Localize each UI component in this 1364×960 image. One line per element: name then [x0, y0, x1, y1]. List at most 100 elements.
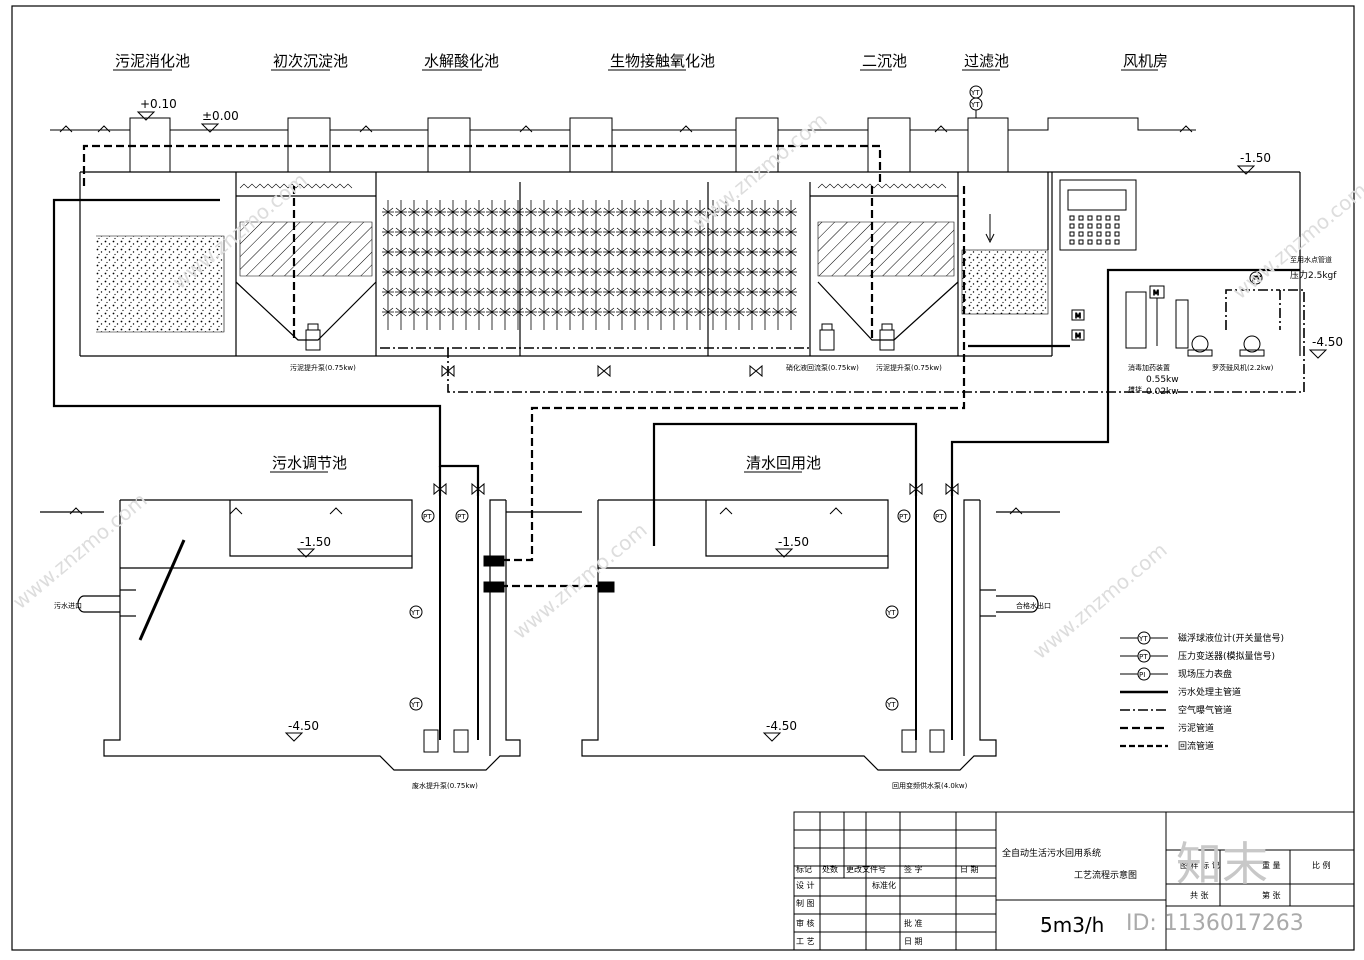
- legend-item: PT 压力变送器(模拟量信号): [1120, 649, 1275, 663]
- pipes-main: [52, 198, 1300, 546]
- title-capacity: 5m3/h: [1040, 913, 1104, 937]
- svg-text:PT: PT: [899, 513, 908, 521]
- title-project: 全自动生活污水回用系统: [1002, 847, 1101, 859]
- title-hydrolysis: 水解酸化池: [424, 52, 499, 70]
- label-dosing-stir: 搅拌: [1128, 385, 1142, 394]
- legend-item: PI 现场压力表盘: [1120, 667, 1232, 681]
- title-block: [793, 811, 1355, 951]
- svg-text:www.znzmo.com: www.znzmo.com: [8, 488, 152, 614]
- svg-text:YT: YT: [886, 609, 896, 617]
- watermark-site: www.znzmo.com www.znzmo.com www.znzmo.co…: [8, 108, 1364, 664]
- tb-right-1: 重 量: [1262, 860, 1281, 870]
- legend-text: 压力变送器(模拟量信号): [1178, 650, 1275, 662]
- legend-text: 污水处理主管道: [1178, 686, 1241, 698]
- filter-yt-1: YT: [970, 89, 980, 97]
- secondary-settle-tubes: [817, 221, 955, 277]
- bio-carrier-fibres: [382, 200, 797, 330]
- legend-symbol: YT: [1138, 635, 1148, 643]
- svg-text:M: M: [1075, 312, 1081, 320]
- svg-text:www.znzmo.com: www.znzmo.com: [508, 518, 652, 644]
- tb-col-4: 日 期: [960, 865, 979, 874]
- tb-row-1: 制 图: [796, 898, 815, 908]
- title-sludge-digest: 污泥消化池: [115, 52, 190, 70]
- level-regulating-minus150: -1.50: [300, 535, 331, 549]
- label-waste-pump: 废水提升泵(0.75kw): [412, 781, 478, 790]
- tb-col-2: 更改文件号: [846, 864, 886, 874]
- tb-right-4: 第 张: [1262, 890, 1281, 900]
- tb-row-3: 工 艺: [796, 937, 815, 946]
- label-reuse-out-a: 至用水点管道: [1290, 255, 1332, 264]
- svg-text:PT: PT: [935, 513, 944, 521]
- label-sludge-pump-1: 污泥提升泵(0.75kw): [290, 363, 356, 372]
- legend-text: 现场压力表盘: [1178, 668, 1232, 680]
- tb-label-1: 批 准: [904, 918, 923, 928]
- tb-row-0: 设 计: [796, 880, 815, 890]
- tb-right-2: 比 例: [1312, 860, 1331, 870]
- title-regulating-tank: 污水调节池: [272, 454, 347, 472]
- label-dosing-power-b: 0.02kw: [1146, 387, 1179, 397]
- tb-label-2: 日 期: [904, 937, 923, 946]
- level-regulating-minus450: -4.50: [288, 719, 319, 733]
- level-blower-minus150: -1.50: [1240, 151, 1271, 165]
- svg-text:www.znzmo.com: www.znzmo.com: [1228, 178, 1364, 304]
- label-reuse-out-b: 压力2.5kgf: [1290, 269, 1337, 281]
- tb-row-2: 审 核: [796, 918, 815, 928]
- label-nitrify-return-pump: 硝化液回流泵(0.75kw): [786, 363, 859, 372]
- pipes-air: [380, 289, 1305, 393]
- level-blower-minus450: -4.50: [1312, 335, 1343, 349]
- svg-text:YT: YT: [886, 701, 896, 709]
- level-markers-top: +0.10 ±0.00 -1.50 -4.50: [136, 97, 1343, 359]
- level-reuse-minus150: -1.50: [778, 535, 809, 549]
- drawing-frame: [11, 5, 1355, 951]
- label-reuse-pump: 回用变频供水泵(4.0kw): [892, 781, 968, 790]
- tb-right-0: 图 样 标 记: [1180, 860, 1220, 870]
- svg-text:M: M: [1075, 332, 1081, 340]
- legend-text: 污泥管道: [1178, 722, 1214, 734]
- section-titles: 污泥消化池 初次沉淀池 水解酸化池 生物接触氧化池 二沉池 过滤池 风机房: [113, 52, 1168, 71]
- label-roots-blower: 罗茨鼓风机(2.2kw): [1212, 363, 1274, 372]
- legend-item: 空气曝气管道: [1120, 704, 1232, 716]
- legend-symbol: PT: [1139, 653, 1148, 661]
- tb-col-3: 签 字: [904, 864, 923, 874]
- svg-text:PT: PT: [1252, 275, 1261, 283]
- svg-text:M: M: [1153, 289, 1159, 297]
- label-inlet: 污水进口: [54, 601, 82, 610]
- legend-item: 回流管道: [1120, 740, 1214, 752]
- legend-text: 回流管道: [1178, 740, 1214, 752]
- lower-instruments: [409, 496, 953, 753]
- tb-right-3: 共 张: [1190, 891, 1209, 900]
- title-clear-reuse-tank: 清水回用池: [746, 454, 821, 472]
- svg-text:PT: PT: [457, 513, 466, 521]
- valves: [433, 364, 959, 496]
- legend-symbol: PI: [1139, 671, 1145, 679]
- title-drawing: 工艺流程示意图: [1074, 869, 1137, 881]
- title-primary-settle: 初次沉淀池: [273, 52, 348, 70]
- tb-label-0: 标准化: [872, 880, 896, 890]
- pumps-upper: [305, 323, 895, 351]
- svg-text:www.znzmo.com: www.znzmo.com: [1028, 538, 1172, 664]
- label-dosing-power-a: 0.55kw: [1146, 375, 1179, 385]
- watermark-logo: 知末: [1176, 837, 1268, 891]
- legend-text: 磁浮球液位计(开关量信号): [1178, 632, 1284, 644]
- sludge-sand-media: [96, 236, 224, 332]
- legend: YT 磁浮球液位计(开关量信号) PT 压力变送器(模拟量信号) PI 现场压力表盘污水处…: [1120, 631, 1284, 752]
- title-secondary-settle: 二沉池: [862, 52, 907, 70]
- tb-col-0: 标记: [796, 864, 812, 874]
- lower-tanks: [40, 499, 1060, 771]
- svg-text:YT: YT: [410, 609, 420, 617]
- primary-settle-tubes: [239, 221, 373, 277]
- svg-text:YT: YT: [410, 701, 420, 709]
- title-blower-room: 风机房: [1123, 52, 1168, 70]
- blower-equipment: M PT M M: [1071, 271, 1265, 357]
- label-sludge-pump-2: 污泥提升泵(0.75kw): [876, 363, 942, 372]
- legend-text: 空气曝气管道: [1178, 704, 1232, 716]
- legend-item: 污水处理主管道: [1120, 686, 1241, 698]
- filter-level-switches: [969, 85, 983, 118]
- label-overflow: 合格水出口: [1016, 601, 1051, 610]
- title-filter: 过滤池: [964, 52, 1009, 70]
- upper-tank-body: [79, 171, 1301, 357]
- title-bio-contact: 生物接触氧化池: [610, 52, 715, 70]
- level-zero: ±0.00: [202, 109, 239, 123]
- label-dosing-device: 消毒加药装置: [1128, 363, 1170, 372]
